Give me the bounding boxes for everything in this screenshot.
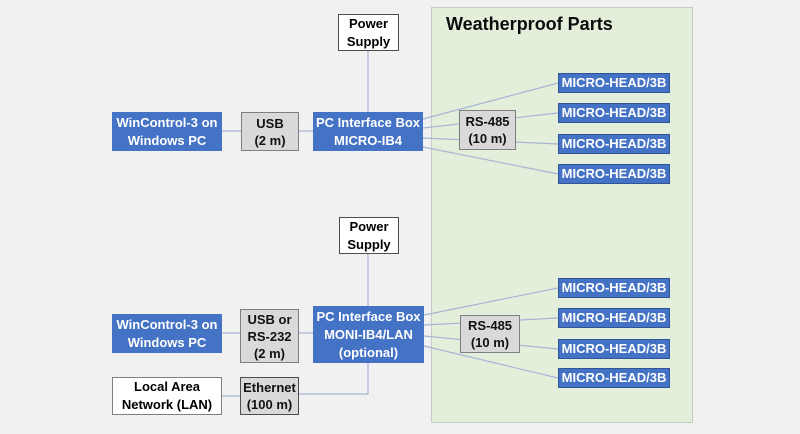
interface-box-moni-ib4-lan: PC Interface Box MONI-IB4/LAN (optional): [313, 306, 424, 363]
micro-head-bottom-3: MICRO-HEAD/3B: [558, 339, 670, 359]
power-supply-box-bottom: Power Supply: [339, 217, 399, 254]
micro-head-top-2: MICRO-HEAD/3B: [558, 103, 670, 123]
panel-title: Weatherproof Parts: [446, 14, 613, 34]
micro-head-bottom-2: MICRO-HEAD/3B: [558, 308, 670, 328]
usb-cable-box-top: USB (2 m): [241, 112, 299, 151]
wincontrol-pc-box-bottom: WinControl-3 on Windows PC: [112, 314, 222, 353]
lan-box: Local Area Network (LAN): [112, 377, 222, 415]
ethernet-cable-box: Ethernet (100 m): [240, 377, 299, 415]
interface-box-micro-ib4: PC Interface Box MICRO-IB4: [313, 112, 423, 151]
power-supply-box-top: Power Supply: [338, 14, 399, 51]
micro-head-top-4: MICRO-HEAD/3B: [558, 164, 670, 184]
micro-head-top-3: MICRO-HEAD/3B: [558, 134, 670, 154]
micro-head-bottom-4: MICRO-HEAD/3B: [558, 368, 670, 388]
micro-head-bottom-1: MICRO-HEAD/3B: [558, 278, 670, 298]
usb-rs232-cable-box: USB or RS-232 (2 m): [240, 309, 299, 363]
rs485-bus-box-bottom: RS-485 (10 m): [460, 315, 520, 353]
micro-head-top-1: MICRO-HEAD/3B: [558, 73, 670, 93]
wincontrol-pc-box-top: WinControl-3 on Windows PC: [112, 112, 222, 151]
rs485-bus-box-top: RS-485 (10 m): [459, 110, 516, 150]
